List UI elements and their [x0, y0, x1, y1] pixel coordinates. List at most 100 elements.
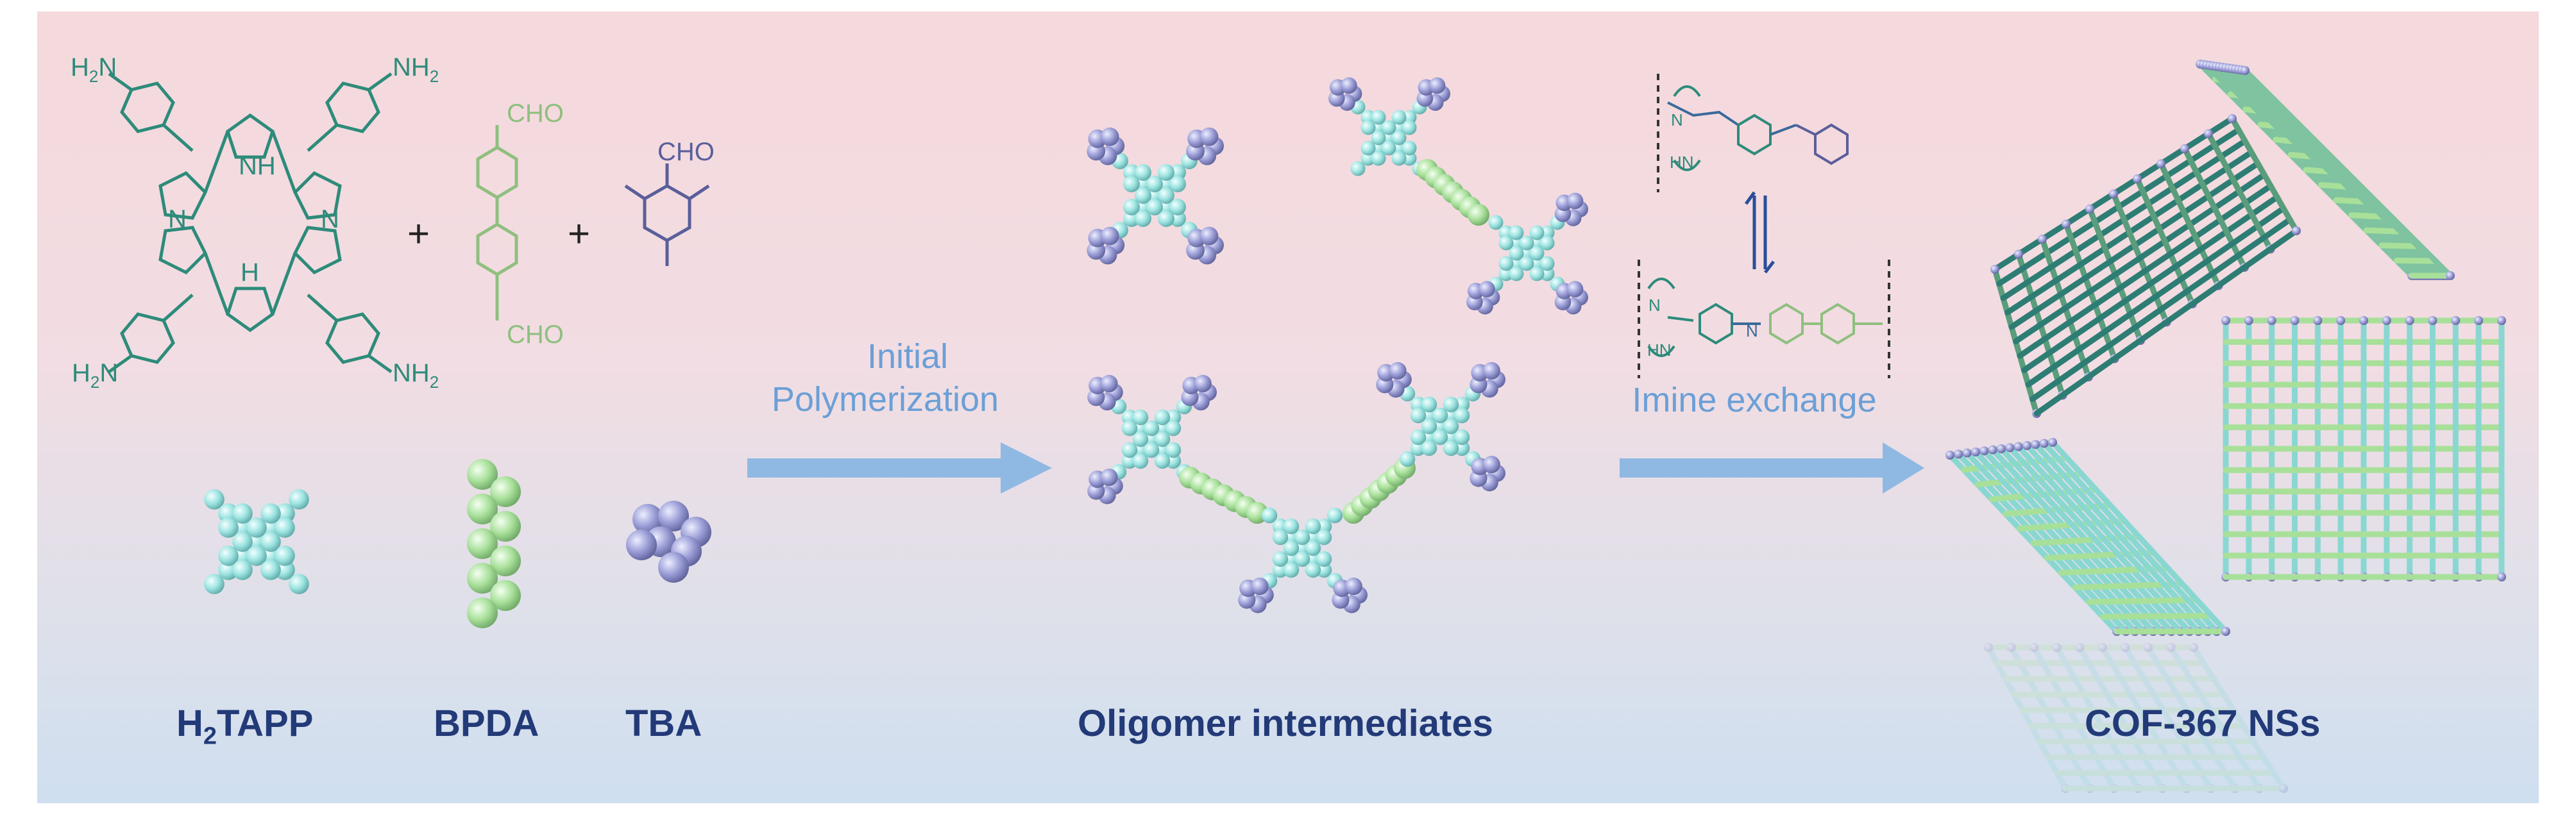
- amine-label-bottom-right: NH2: [393, 359, 439, 392]
- pyrrole-nh-label: NH: [239, 152, 276, 180]
- purple-atom: [1979, 446, 1989, 456]
- cyan-atom: [1135, 210, 1151, 227]
- bpda-cho-top: CHO: [507, 99, 564, 128]
- cyan-atom: [1165, 420, 1182, 437]
- cyan-atom: [1421, 407, 1437, 424]
- cyan-atom: [1488, 215, 1504, 230]
- purple-atom: [2336, 316, 2346, 325]
- purple-atom: [1482, 455, 1500, 474]
- label-h2tapp: H2TAPP: [176, 703, 314, 750]
- purple-atom: [1482, 362, 1500, 380]
- purple-atom: [1962, 448, 1972, 458]
- purple-atom: [632, 504, 663, 535]
- green-atom: [490, 546, 521, 576]
- cof-lattice-line: [2025, 205, 2287, 388]
- cyan-atom: [1283, 551, 1300, 567]
- purple-atom: [2279, 784, 2288, 793]
- green-atom: [1468, 204, 1489, 226]
- purple-atom: [1428, 77, 1446, 94]
- cof-lattice-line: [2393, 257, 2439, 264]
- cyan-atom: [1539, 256, 1555, 271]
- cyan-atom: [1121, 420, 1138, 437]
- cyan-atom: [1121, 453, 1138, 469]
- cyan-atom: [275, 517, 295, 538]
- cyan-atom: [1529, 225, 1545, 240]
- cyan-atom: [1432, 418, 1448, 435]
- label-tba: TBA: [625, 703, 702, 744]
- imine-top-n: N: [1671, 110, 1683, 129]
- cyan-atom: [1391, 110, 1407, 125]
- cyan-atom: [1283, 540, 1300, 556]
- green-atom: [467, 563, 498, 594]
- cyan-atom: [1294, 540, 1310, 556]
- cyan-atom: [260, 546, 281, 566]
- amine-label-bottom-left: H2N: [72, 359, 118, 392]
- cyan-atom: [1132, 409, 1149, 426]
- purple-atom: [2062, 219, 2071, 229]
- green-atom: [490, 580, 521, 611]
- purple-atom: [2382, 316, 2391, 325]
- cyan-atom: [204, 489, 225, 510]
- cof-lattice-line: [2229, 115, 2300, 234]
- purple-atom: [2290, 316, 2300, 325]
- arrow1-label-line2: Polymerization: [771, 380, 999, 419]
- cyan-atom: [1529, 256, 1545, 271]
- cyan-atom: [1519, 256, 1534, 271]
- purple-atom: [2228, 114, 2237, 123]
- pyrrole-n-left-label: N: [168, 205, 187, 233]
- cyan-atom: [1509, 246, 1524, 261]
- purple-atom: [2204, 129, 2213, 138]
- cyan-atom: [1421, 429, 1437, 446]
- cyan-atom: [1391, 140, 1407, 156]
- cyan-atom: [1326, 507, 1343, 524]
- cyan-atom: [1453, 407, 1470, 424]
- purple-atom: [1100, 374, 1118, 392]
- cof-reflection: [1984, 643, 2288, 793]
- cof-lattice-line: [2145, 644, 2238, 792]
- purple-atom: [2048, 438, 2057, 447]
- cof-lattice-line: [2190, 644, 2287, 792]
- purple-atom: [1341, 77, 1357, 94]
- cyan-atom: [1283, 562, 1300, 578]
- purple-atom: [2075, 643, 2085, 652]
- cyan-atom: [1135, 187, 1151, 204]
- cyan-atom: [1402, 110, 1417, 125]
- cyan-atom: [1261, 507, 1278, 524]
- cyan-atom: [1381, 130, 1396, 146]
- cyan-atom: [260, 560, 281, 580]
- cof-lattice-line: [2029, 217, 2293, 402]
- cyan-atom: [1402, 151, 1417, 166]
- cyan-atom: [1305, 518, 1321, 535]
- cyan-atom: [246, 546, 267, 566]
- cyan-atom: [1443, 418, 1459, 435]
- cof-lattice-line: [2013, 172, 2267, 344]
- cof-lattice-line: [2099, 612, 2214, 620]
- cyan-atom: [1529, 246, 1545, 261]
- cyan-atom: [1410, 407, 1427, 424]
- cyan-atom: [260, 503, 281, 524]
- purple-atom: [1344, 577, 1362, 596]
- purple-atom: [2474, 316, 2484, 325]
- tapp-model: [204, 489, 309, 594]
- cyan-atom: [1399, 451, 1416, 467]
- cyan-atom: [1371, 151, 1386, 166]
- cyan-atom: [1123, 176, 1140, 192]
- amine-label-top-right: NH2: [393, 53, 439, 86]
- purple-atom: [2006, 643, 2016, 652]
- cyan-atom: [1421, 418, 1437, 435]
- cyan-atom: [1432, 429, 1448, 446]
- cyan-atom: [1410, 440, 1427, 456]
- purple-atom: [2133, 174, 2142, 183]
- cyan-atom: [218, 517, 239, 538]
- cyan-atom: [1391, 130, 1407, 146]
- cyan-atom: [1453, 396, 1470, 413]
- cyan-atom: [1121, 442, 1138, 458]
- cof-lattice-line: [2242, 67, 2453, 279]
- cyan-atom: [1154, 442, 1171, 458]
- purple-atom: [626, 530, 657, 560]
- purple-atom: [2241, 66, 2250, 75]
- imine-bottom-n: N: [1648, 296, 1661, 315]
- purple-atom: [2085, 204, 2094, 213]
- cyan-atom: [1305, 551, 1321, 567]
- green-atom: [467, 494, 498, 524]
